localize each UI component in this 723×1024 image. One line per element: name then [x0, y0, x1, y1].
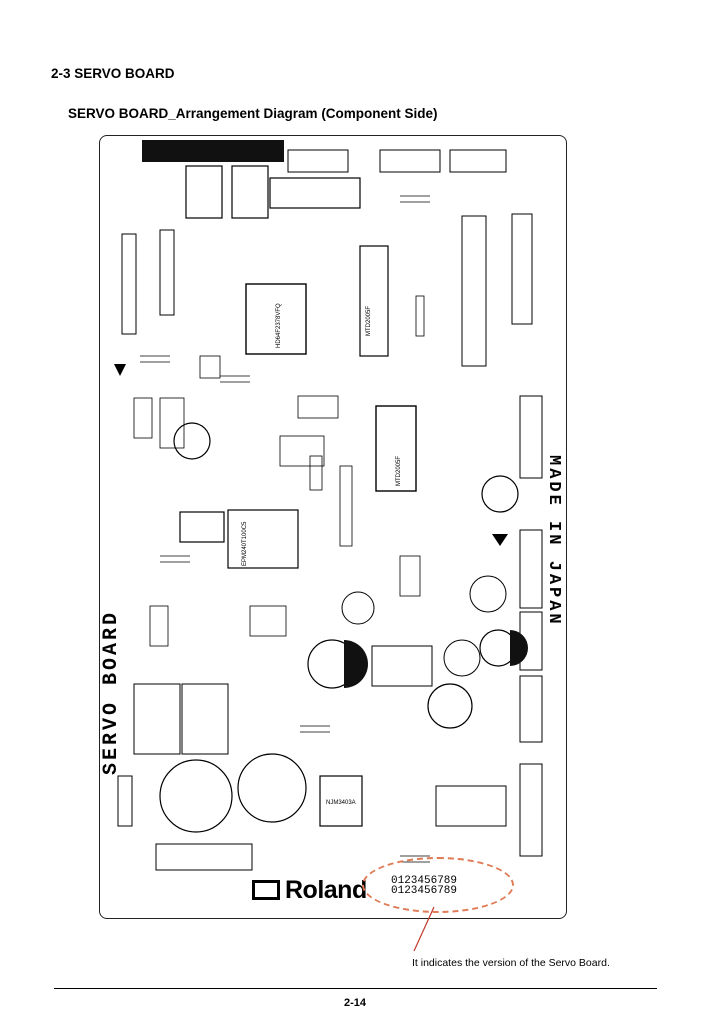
version-note: It indicates the version of the Servo Bo…: [412, 957, 610, 969]
chip-label-ic1: MTD2005F: [366, 306, 372, 336]
chip-label-ic4: EPM240T100C5: [242, 521, 248, 566]
section-title: 2-3 SERVO BOARD: [51, 66, 175, 81]
board-name-vertical: SERVO BOARD: [100, 609, 123, 775]
chip-label-ic3: NJM3403A: [326, 800, 356, 806]
page-number: 2-14: [344, 997, 367, 1009]
chip-label-ic5: HD64F2378VFQ: [276, 303, 282, 348]
version-callout-ellipse: [362, 857, 514, 913]
diagram-title: SERVO BOARD_Arrangement Diagram (Compone…: [68, 106, 438, 121]
brand-logo-text: Roland: [285, 876, 367, 904]
made-in-vertical: MADE IN JAPAN: [544, 455, 563, 627]
chip-label-ic2: MTD2005F: [396, 456, 402, 486]
footer-divider: [54, 988, 657, 989]
servo-board-diagram: MTD2005F MTD2005F NJM3403A EPM240T100C5 …: [99, 135, 567, 919]
callout-leader-line: [413, 906, 435, 952]
board-silkscreen: MTD2005F MTD2005F NJM3403A EPM240T100C5 …: [114, 140, 543, 871]
roland-logo-icon: [252, 880, 280, 900]
